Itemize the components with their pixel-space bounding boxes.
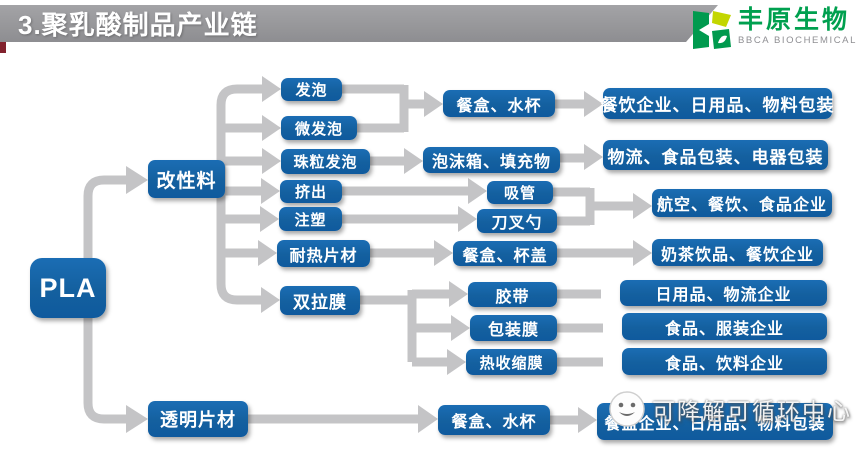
- node-market-food-beverage: 食品、饮料企业: [622, 348, 827, 375]
- node-cutlery: 刀叉勺: [477, 209, 557, 233]
- node-straw: 吸管: [487, 181, 553, 204]
- node-transparent-sheet: 透明片材: [148, 401, 248, 437]
- arrowheads: [126, 76, 652, 433]
- node-foaming: 发泡: [281, 78, 342, 101]
- node-market-milk-tea-catering: 奶茶饮品、餐饮企业: [652, 239, 823, 266]
- node-heat-shrink-film: 热收缩膜: [466, 349, 557, 375]
- node-lunchbox-cup-bottom: 餐盒、水杯: [438, 405, 550, 435]
- node-market-aviation-catering-food: 航空、餐饮、食品企业: [652, 189, 832, 217]
- logo-icon: [692, 11, 731, 49]
- node-market-food-apparel: 食品、服装企业: [622, 313, 827, 340]
- node-heat-resistant-sheet: 耐热片材: [277, 240, 370, 267]
- node-extrusion: 挤出: [280, 180, 342, 203]
- node-lunchbox-lid: 餐盒、杯盖: [453, 241, 557, 266]
- node-bead-foaming: 珠粒发泡: [281, 149, 370, 174]
- node-modified-material: 改性料: [148, 160, 225, 198]
- node-foam-box-filler: 泡沫箱、填充物: [423, 147, 560, 173]
- node-lunchbox-cup-top: 餐盒、水杯: [443, 90, 555, 117]
- logo-subtitle: BBCA BIOCHEMICAL: [737, 35, 857, 46]
- node-pla: PLA: [30, 258, 106, 318]
- node-market-catering-daily-packaging: 餐饮企业、日用品、物料包装: [601, 88, 834, 119]
- node-market-logistics-food-appliance: 物流、食品包装、电器包装: [603, 140, 828, 170]
- watermark: 可降解可循环中心: [608, 390, 852, 428]
- node-micro-foaming: 微发泡: [281, 116, 357, 140]
- node-injection-molding: 注塑: [279, 207, 342, 231]
- company-logo: 丰原生物 BBCA BIOCHEMICAL: [691, 8, 857, 52]
- node-tape: 胶带: [468, 282, 557, 307]
- node-biaxial-film: 双拉膜: [280, 286, 360, 315]
- logo-name: 丰原生物: [737, 6, 850, 34]
- page-title: 3.聚乳酸制品产业链: [18, 10, 258, 40]
- watermark-text: 可降解可循环中心: [652, 398, 852, 424]
- node-packaging-film: 包装膜: [470, 315, 557, 341]
- title-bar: 3.聚乳酸制品产业链: [0, 5, 718, 42]
- node-market-daily-logistics: 日用品、物流企业: [620, 280, 827, 306]
- emoji-face-icon: [609, 391, 645, 427]
